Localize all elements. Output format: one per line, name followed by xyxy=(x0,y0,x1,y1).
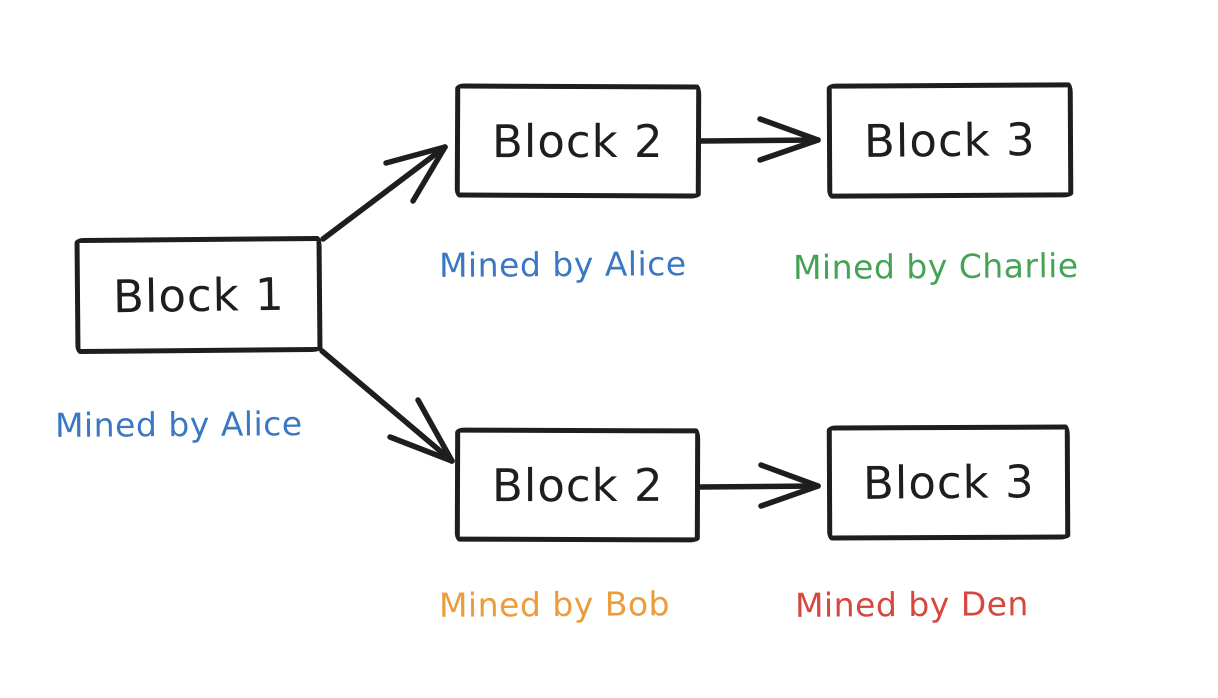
miner-label-top-block-3: Mined by Charlie xyxy=(792,246,1079,287)
arrow-bottom-block2-to-bottom-block3 xyxy=(697,462,821,509)
top-block-2-label: Block 2 xyxy=(492,114,664,168)
top-block-3-node: Block 3 xyxy=(826,82,1074,199)
bottom-block-2-label: Block 2 xyxy=(491,458,664,512)
block-1-node: Block 1 xyxy=(74,235,323,355)
arrow-block1-to-bottom-block2 xyxy=(319,348,455,464)
bottom-block-3-label: Block 3 xyxy=(862,455,1035,510)
miner-label-bottom-block-2: Mined by Bob xyxy=(438,584,671,625)
bottom-block-3-node: Block 3 xyxy=(826,424,1071,541)
arrow-block1-to-top-block2 xyxy=(320,144,448,242)
arrow-top-block2-to-top-block3 xyxy=(698,116,821,163)
miner-label-bottom-block-3: Mined by Den xyxy=(794,584,1030,625)
top-block-3-label: Block 3 xyxy=(863,113,1037,168)
block-1-label: Block 1 xyxy=(112,267,285,323)
miner-label-block-1: Mined by Alice xyxy=(54,404,303,445)
miner-label-top-block-2: Mined by Alice xyxy=(438,244,687,285)
top-block-2-node: Block 2 xyxy=(454,83,702,199)
bottom-block-2-node: Block 2 xyxy=(454,427,701,543)
